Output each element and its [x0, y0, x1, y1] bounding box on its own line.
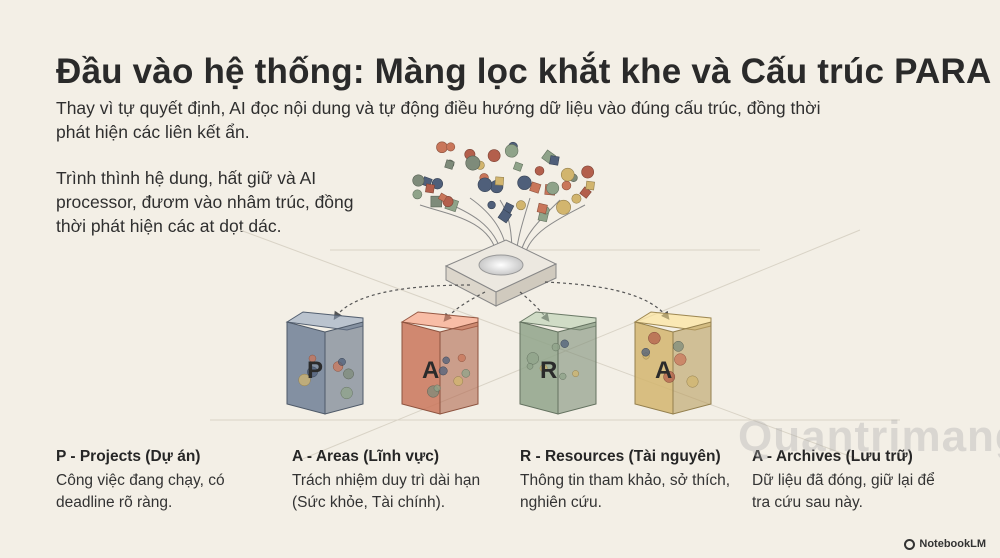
- side-note: Trình thình hệ dung, hất giữ và AI proce…: [56, 168, 354, 236]
- data-dot: [674, 353, 687, 366]
- caption-archives-heading: A - Archives (Lưu trữ): [752, 448, 913, 465]
- data-dot: [338, 358, 346, 366]
- box-letter: A: [422, 357, 439, 384]
- data-dot: [446, 142, 456, 152]
- data-dot: [307, 366, 318, 378]
- box-letter: R: [540, 357, 557, 384]
- data-dot: [433, 384, 441, 392]
- data-dot: [663, 371, 676, 383]
- caption-resources: R - Resources (Tài nguyên) Thông tin tha…: [520, 446, 740, 514]
- caption-areas: A - Areas (Lĩnh vực) Trách nhiệm duy trì…: [292, 446, 512, 514]
- data-dot: [672, 340, 684, 352]
- data-dot: [581, 165, 595, 179]
- data-dot: [556, 199, 571, 215]
- data-cube: [444, 159, 455, 170]
- data-dot: [487, 200, 496, 210]
- brand-logo: NotebookLM: [904, 538, 986, 550]
- data-dot: [560, 167, 575, 182]
- data-dot: [436, 141, 448, 154]
- data-dot: [465, 155, 481, 171]
- data-cube: [437, 192, 448, 203]
- data-dot: [561, 180, 572, 191]
- para-box-1: P: [285, 311, 364, 415]
- data-cube: [529, 181, 542, 194]
- data-dot: [551, 342, 561, 352]
- data-dot: [477, 177, 493, 192]
- para-box-4: A: [633, 311, 712, 415]
- caption-resources-heading: R - Resources (Tài nguyên): [520, 448, 721, 465]
- caption-projects: P - Projects (Dự án) Công việc đang chạy…: [56, 446, 276, 514]
- data-dot: [559, 372, 567, 380]
- data-dot: [308, 354, 317, 363]
- caption-areas-heading: A - Areas (Lĩnh vực): [292, 448, 440, 465]
- caption-areas-desc: Trách nhiệm duy trì dài hạn (Sức khỏe, T…: [292, 472, 481, 511]
- data-cube: [430, 195, 442, 208]
- data-dot: [641, 348, 650, 357]
- data-dot: [461, 369, 471, 378]
- data-dot: [526, 352, 540, 365]
- para-box-2: A: [400, 311, 479, 415]
- data-dot: [572, 370, 580, 378]
- data-cube: [536, 202, 548, 215]
- notebooklm-icon: [904, 538, 916, 550]
- data-dot: [546, 181, 560, 195]
- data-dot: [453, 376, 464, 386]
- caption-projects-heading: P - Projects (Dự án): [56, 448, 201, 465]
- data-dot: [571, 193, 582, 204]
- data-cube: [549, 155, 560, 166]
- ai-processor-icon: [444, 239, 558, 307]
- data-dot: [539, 364, 548, 373]
- page-title: Đầu vào hệ thống: Màng lọc khắt khe và C…: [56, 52, 992, 91]
- data-dot: [487, 149, 501, 163]
- data-dot: [526, 362, 534, 370]
- watermark: Quantrimang: [738, 412, 1000, 461]
- caption-projects-desc: Công việc đang chạy, có deadline rõ ràng…: [56, 472, 225, 511]
- data-dot: [516, 200, 526, 211]
- data-dot: [340, 386, 353, 400]
- data-dot: [412, 174, 425, 187]
- data-dot: [298, 373, 311, 387]
- data-dot: [431, 178, 444, 190]
- caption-resources-desc: Thông tin tham khảo, sở thích, nghiên cứ…: [520, 472, 731, 511]
- box-letter: A: [655, 357, 672, 384]
- data-dot: [442, 356, 450, 364]
- data-dot: [343, 368, 354, 380]
- data-cube: [494, 176, 505, 186]
- caption-archives: A - Archives (Lưu trữ) Dữ liệu đã đóng, …: [752, 446, 952, 514]
- data-dot: [438, 366, 448, 376]
- box-letter: P: [307, 357, 323, 384]
- data-dot: [517, 175, 532, 190]
- data-dot: [560, 339, 569, 348]
- data-dot: [534, 166, 545, 176]
- data-particle-cloud: [412, 141, 595, 224]
- data-dot: [457, 353, 466, 362]
- data-cube: [497, 208, 513, 224]
- caption-archives-desc: Dữ liệu đã đóng, giữ lại để tra cứu sau …: [752, 472, 935, 511]
- page-subtitle: Thay vì tự quyết định, AI đọc nội dung v…: [56, 98, 821, 142]
- data-dot: [412, 189, 423, 200]
- data-cube: [512, 161, 524, 172]
- brand-label: NotebookLM: [919, 538, 986, 550]
- para-box-3: R: [518, 311, 597, 415]
- data-cube: [425, 183, 435, 194]
- data-dot: [504, 144, 519, 158]
- data-cube: [585, 180, 595, 191]
- data-dot: [648, 331, 661, 345]
- data-dot: [686, 375, 699, 388]
